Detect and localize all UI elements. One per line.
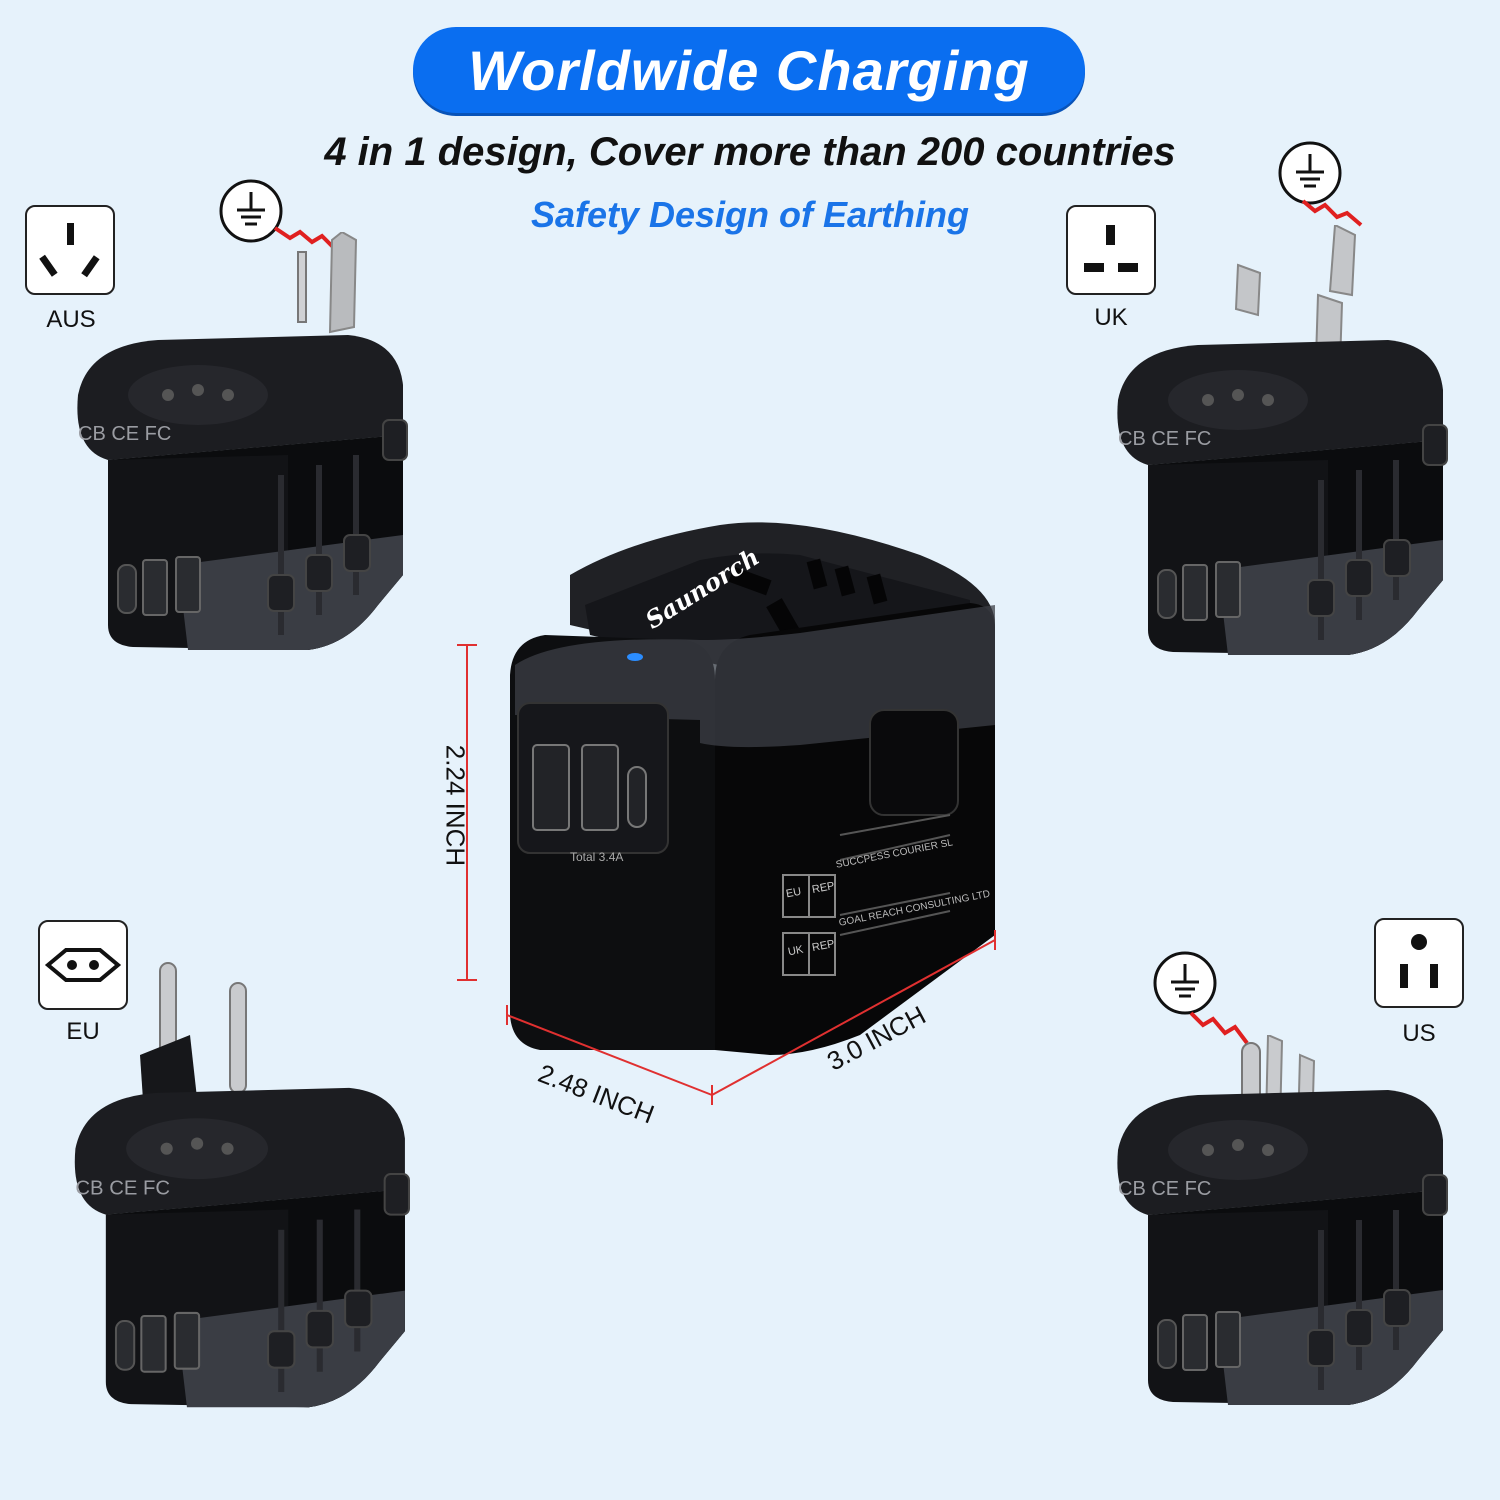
- us-socket-icon: [1374, 918, 1464, 1008]
- eu-socket-icon: [38, 920, 128, 1010]
- page-title: Worldwide Charging: [468, 38, 1030, 102]
- dimension-lines: [457, 644, 996, 1105]
- region-label-aus: AUS: [46, 306, 96, 333]
- aus-plug-pins: [297, 232, 358, 334]
- earth-wire: [1189, 1011, 1249, 1045]
- region-label-eu: EU: [66, 1018, 100, 1045]
- center-adapter: [510, 522, 995, 1055]
- uk-plug-pins: [1234, 225, 1357, 367]
- usb-output-label: Total 3.4A: [570, 850, 624, 864]
- earth-wire: [1301, 199, 1363, 227]
- region-label-us: US: [1402, 1020, 1436, 1047]
- title-banner: Worldwide Charging: [413, 27, 1085, 113]
- dimension-height: 2.24 INCH: [440, 744, 471, 867]
- subtitle: 4 in 1 design, Cover more than 200 count…: [324, 130, 1176, 174]
- adapter-aus: [48, 325, 408, 655]
- aus-socket-icon: [25, 205, 115, 295]
- adapter-eu: [45, 1075, 410, 1415]
- region-label-uk: UK: [1094, 304, 1128, 331]
- uk-socket-icon: [1066, 205, 1156, 295]
- adapter-uk: [1088, 330, 1448, 660]
- adapter-us: [1088, 1080, 1448, 1410]
- safety-note: Safety Design of Earthing: [530, 194, 970, 235]
